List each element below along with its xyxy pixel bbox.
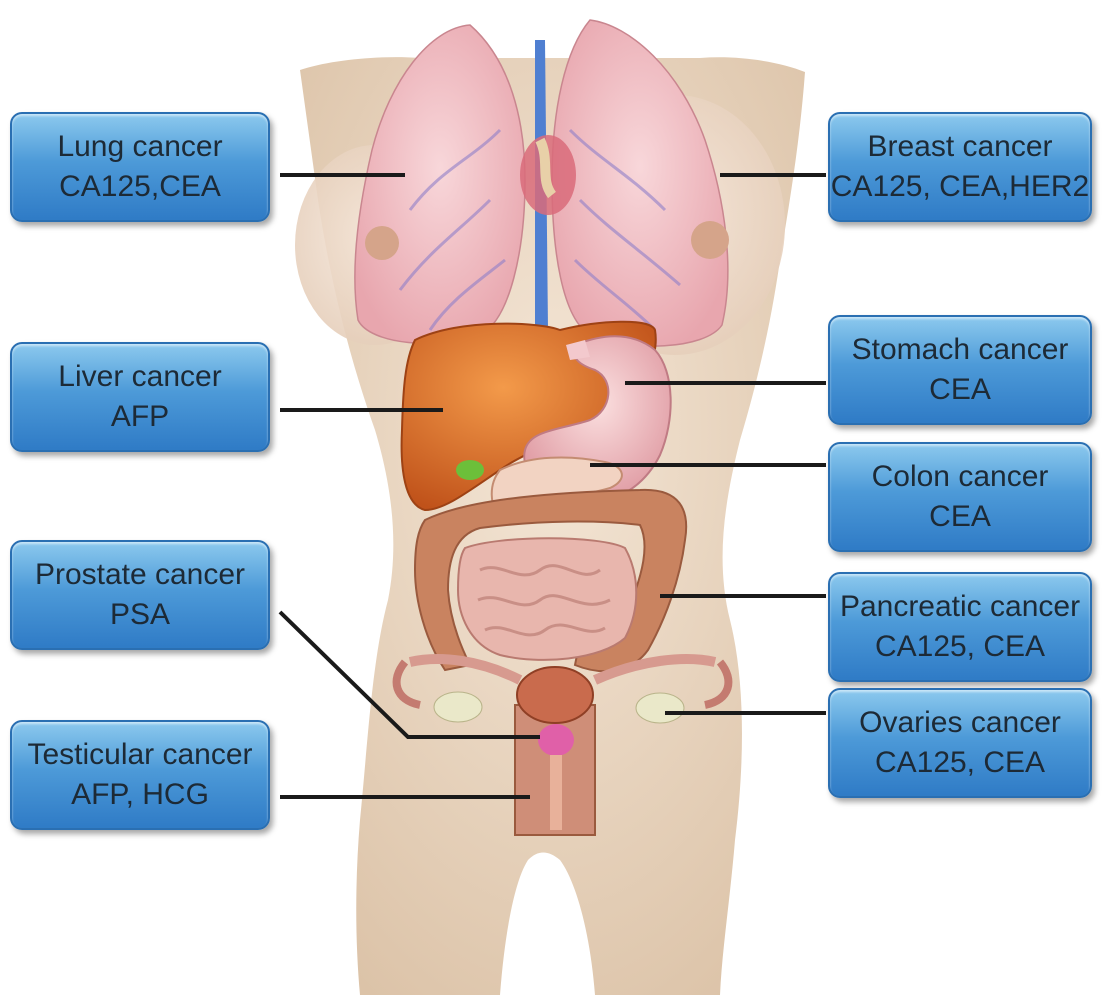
breast-cancer-markers: CA125, CEA,HER2 (831, 167, 1089, 207)
label-prostate-cancer: Prostate cancer PSA (10, 540, 270, 650)
label-stomach-cancer: Stomach cancer CEA (828, 315, 1092, 425)
liver-cancer-markers: AFP (111, 397, 169, 437)
ovaries-cancer-title: Ovaries cancer (859, 703, 1061, 743)
gallbladder (456, 460, 484, 480)
lung-cancer-markers: CA125,CEA (59, 167, 221, 207)
label-lung-cancer: Lung cancer CA125,CEA (10, 112, 270, 222)
testicular-cancer-markers: AFP, HCG (71, 775, 209, 815)
pancreatic-cancer-title: Pancreatic cancer (840, 587, 1080, 627)
breast-cancer-title: Breast cancer (867, 127, 1052, 167)
bladder (517, 667, 593, 723)
nipple-right (691, 221, 729, 259)
pancreatic-cancer-markers: CA125, CEA (875, 627, 1045, 667)
ovary-right (636, 693, 684, 723)
stomach-cancer-title: Stomach cancer (852, 330, 1069, 370)
prostate-cancer-markers: PSA (110, 595, 170, 635)
label-liver-cancer: Liver cancer AFP (10, 342, 270, 452)
stomach-cancer-markers: CEA (929, 370, 991, 410)
testicular-cancer-title: Testicular cancer (27, 735, 252, 775)
lung-cancer-title: Lung cancer (57, 127, 222, 167)
label-testicular-cancer: Testicular cancer AFP, HCG (10, 720, 270, 830)
colon-cancer-title: Colon cancer (872, 457, 1049, 497)
label-colon-cancer: Colon cancer CEA (828, 442, 1092, 552)
label-ovaries-cancer: Ovaries cancer CA125, CEA (828, 688, 1092, 798)
prostate (538, 724, 574, 756)
ovary-left (434, 692, 482, 722)
label-breast-cancer: Breast cancer CA125, CEA,HER2 (828, 112, 1092, 222)
colon-cancer-markers: CEA (929, 497, 991, 537)
prostate-cancer-title: Prostate cancer (35, 555, 245, 595)
liver-cancer-title: Liver cancer (58, 357, 221, 397)
label-pancreatic-cancer: Pancreatic cancer CA125, CEA (828, 572, 1092, 682)
ovaries-cancer-markers: CA125, CEA (875, 743, 1045, 783)
urethra (550, 755, 562, 830)
nipple-left (365, 226, 399, 260)
